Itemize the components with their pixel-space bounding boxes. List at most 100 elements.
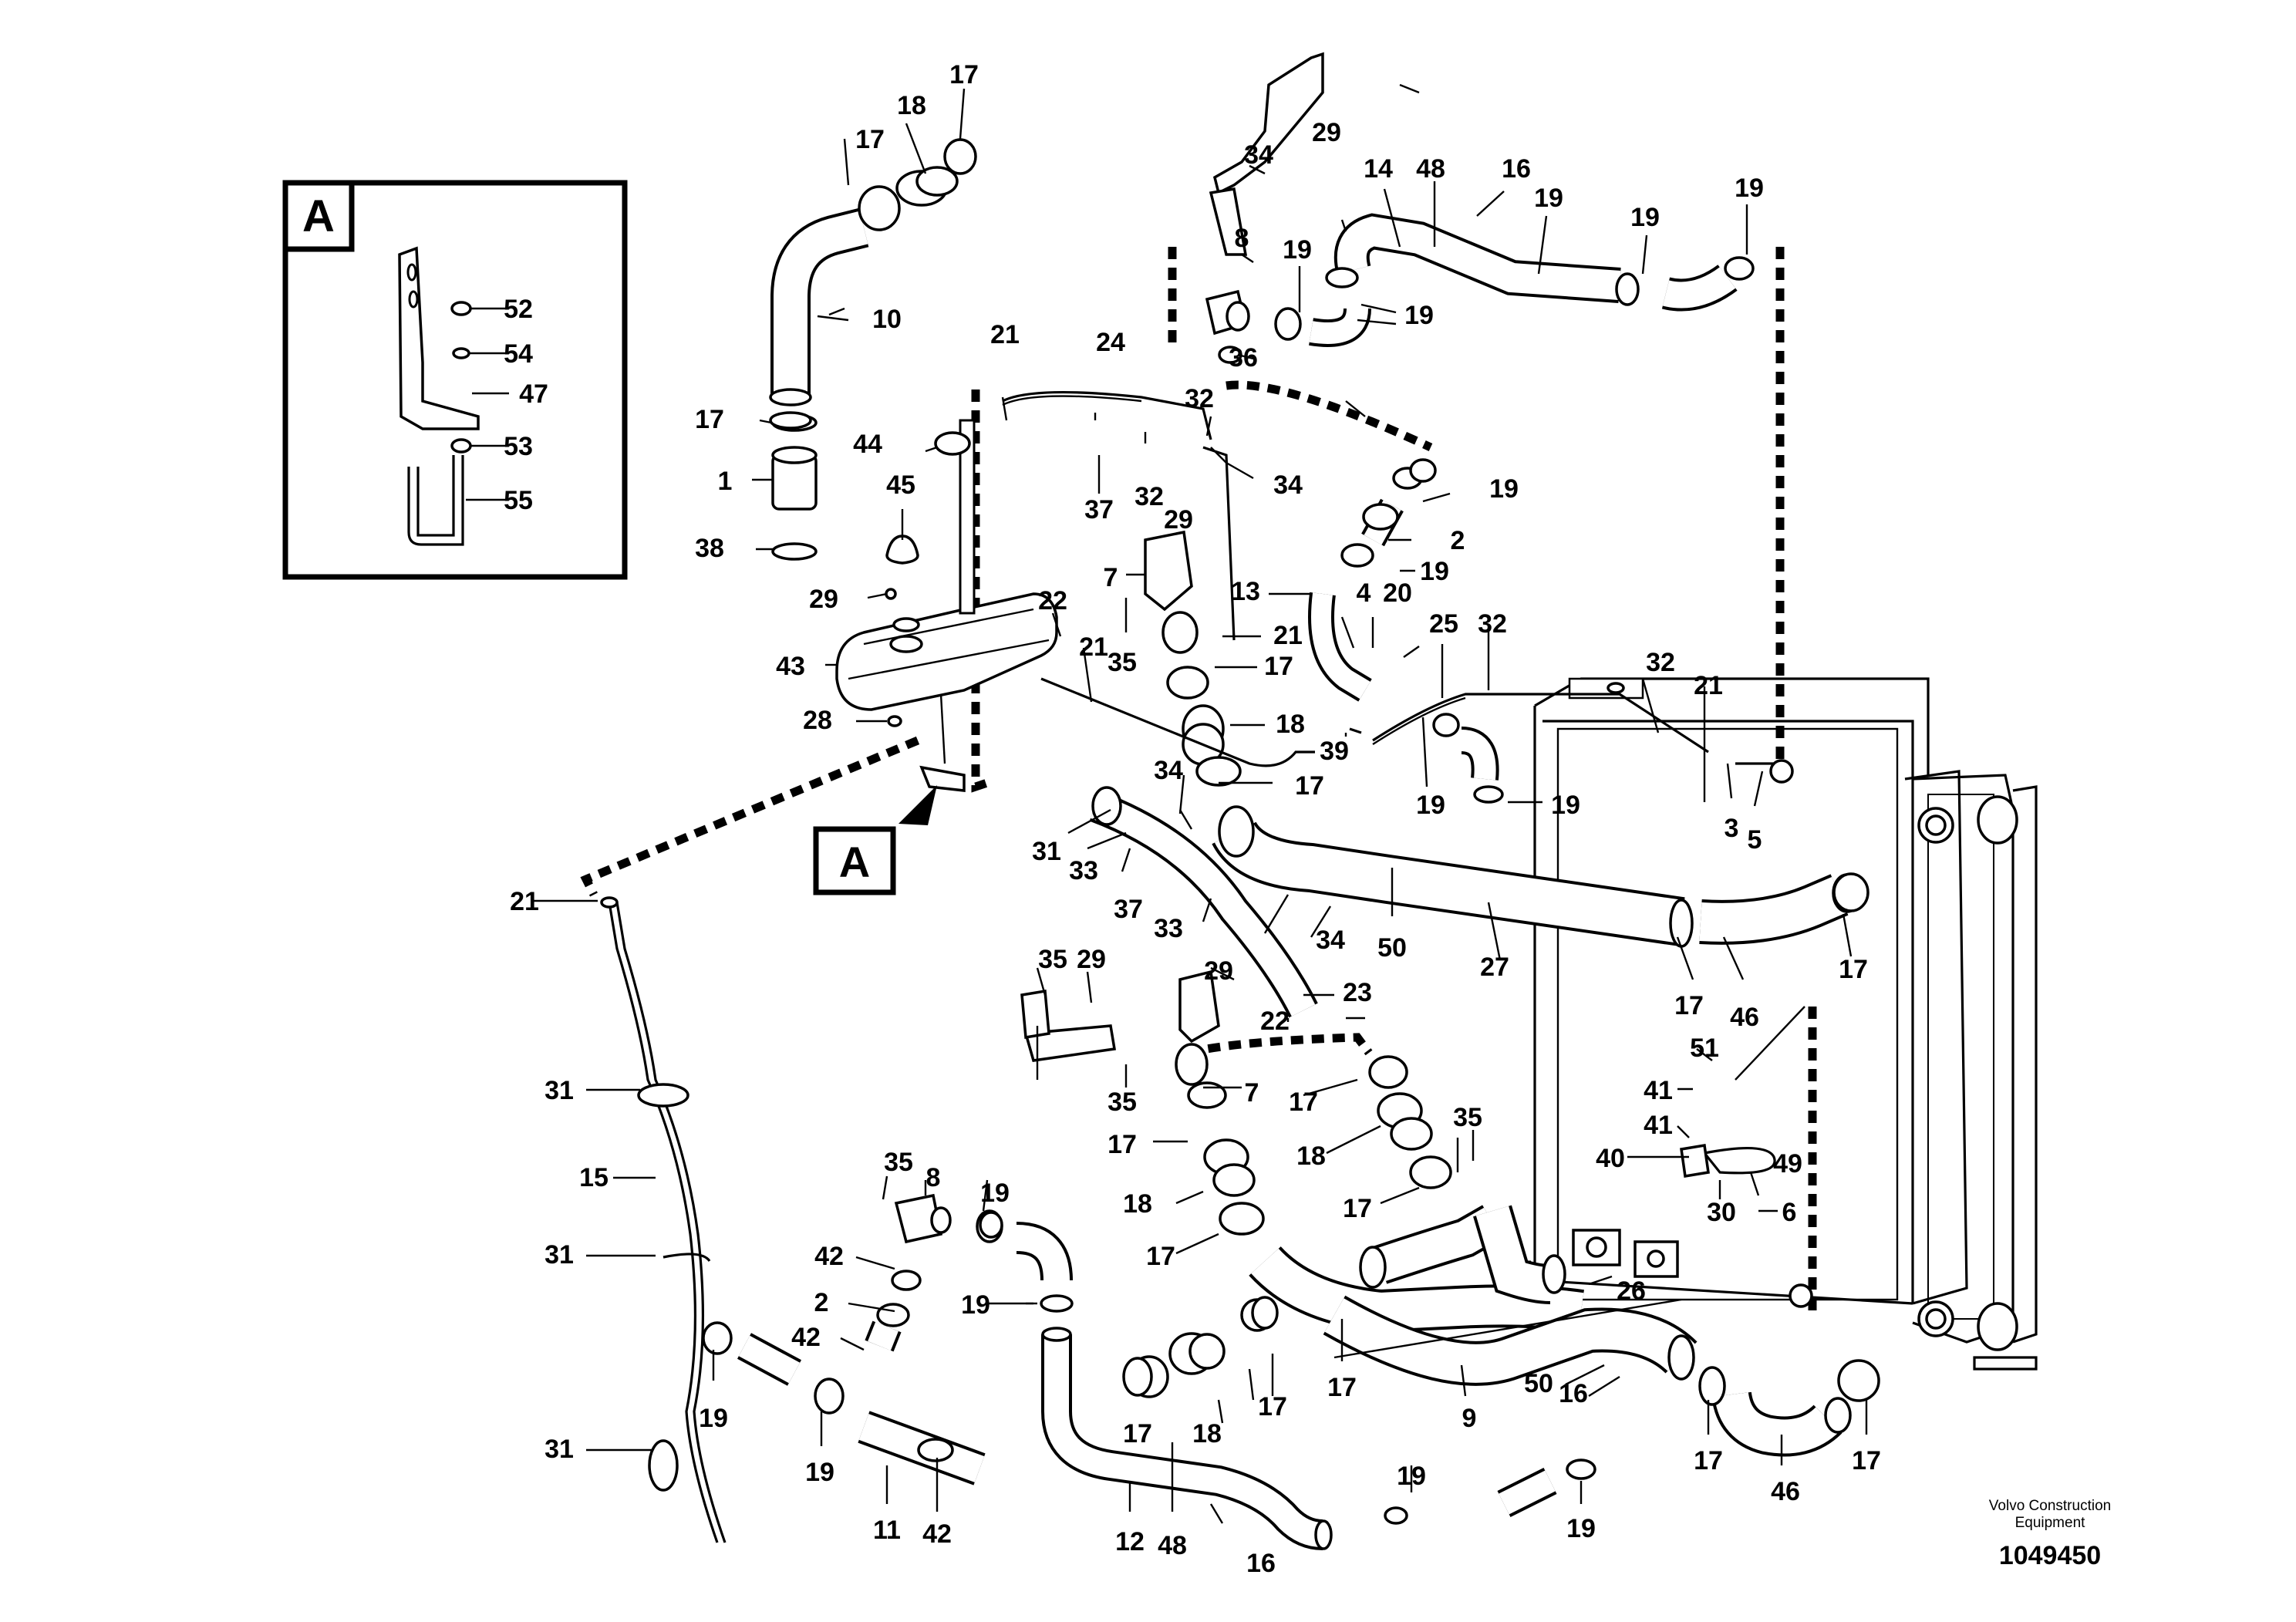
callout-21: 21 [990, 320, 1020, 349]
callout-41: 41 [1644, 1076, 1673, 1105]
callout-50: 50 [1524, 1369, 1553, 1398]
callout-48: 48 [1416, 154, 1445, 184]
callout-31: 31 [544, 1435, 574, 1464]
callout-32: 32 [1185, 384, 1214, 413]
callout-34: 34 [1273, 470, 1303, 500]
callout-51: 51 [1690, 1034, 1719, 1063]
callout-34: 34 [1316, 926, 1345, 955]
callout-17: 17 [1289, 1088, 1318, 1117]
callout-21: 21 [510, 887, 539, 916]
callout-19: 19 [1420, 557, 1449, 586]
callout-37: 37 [1084, 495, 1114, 524]
footer-brand: Volvo Construction Equipment [1988, 1498, 2112, 1531]
callout-17: 17 [1694, 1446, 1723, 1475]
callout-26: 26 [1617, 1276, 1646, 1306]
callout-31: 31 [544, 1076, 574, 1105]
callout-leaders [532, 83, 1868, 1524]
callout-23: 23 [1343, 978, 1372, 1007]
callout-32: 32 [1646, 648, 1675, 677]
callout-38: 38 [695, 534, 724, 563]
callout-16: 16 [1502, 154, 1531, 184]
callout-34: 34 [1154, 756, 1183, 785]
callout-17: 17 [1146, 1242, 1175, 1271]
callout-17: 17 [1264, 652, 1293, 681]
callout-17: 17 [1674, 991, 1704, 1020]
callout-33: 33 [1069, 856, 1098, 885]
callout-19: 19 [1404, 301, 1434, 330]
callout-42: 42 [814, 1242, 844, 1271]
inset-detail-a: A [282, 180, 628, 580]
callout-42: 42 [791, 1323, 821, 1352]
callout-17: 17 [1108, 1130, 1137, 1159]
callout-19: 19 [1489, 474, 1519, 504]
hoses [737, 138, 1863, 1550]
callout-11: 11 [873, 1516, 901, 1545]
callout-29: 29 [809, 585, 838, 614]
callout-3: 3 [1725, 814, 1739, 843]
callout-a: A [813, 785, 937, 895]
callout-9: 9 [1462, 1404, 1477, 1433]
callout-37: 37 [1114, 895, 1143, 924]
callout-a-label: A [839, 838, 870, 886]
callout-35: 35 [1108, 1088, 1137, 1117]
callout-22: 22 [1038, 586, 1067, 615]
callout-21: 21 [1694, 671, 1723, 700]
callout-19: 19 [1283, 235, 1312, 265]
callout-29: 29 [1164, 505, 1193, 534]
pipes-and-brackets [600, 52, 1805, 1543]
callout-35: 35 [1453, 1103, 1482, 1132]
callout-19: 19 [1566, 1514, 1596, 1543]
callout-49: 49 [1773, 1149, 1802, 1179]
callout-16: 16 [1559, 1379, 1588, 1408]
callout-numbers: 17 18 17 10 17 1 38 44 45 29 43 28 22 21… [504, 60, 1881, 1578]
callout-46: 46 [1771, 1477, 1800, 1506]
callout-28: 28 [803, 706, 832, 735]
callout-17: 17 [1295, 771, 1324, 801]
callout-42: 42 [922, 1519, 952, 1549]
callout-52: 52 [504, 295, 533, 324]
callout-17: 17 [1123, 1419, 1152, 1448]
callout-17: 17 [1343, 1194, 1372, 1223]
callout-31: 31 [1032, 837, 1061, 866]
callout-10: 10 [872, 305, 902, 334]
callout-32: 32 [1135, 482, 1164, 511]
callout-19: 19 [961, 1290, 990, 1320]
callout-53: 53 [504, 432, 533, 461]
callout-40: 40 [1596, 1144, 1625, 1173]
callout-50: 50 [1377, 933, 1407, 963]
callout-19: 19 [1735, 174, 1764, 203]
inset-label: A [302, 191, 335, 241]
callout-41: 41 [1644, 1111, 1673, 1140]
callout-17: 17 [1327, 1373, 1357, 1402]
callout-36: 36 [1229, 343, 1258, 373]
callout-35: 35 [1038, 945, 1067, 974]
callout-14: 14 [1364, 154, 1393, 184]
callout-32: 32 [1478, 609, 1507, 639]
callout-19: 19 [699, 1404, 728, 1433]
callout-29: 29 [1204, 956, 1233, 986]
callout-2: 2 [1451, 526, 1465, 555]
callout-6: 6 [1782, 1198, 1797, 1227]
callout-13: 13 [1231, 577, 1260, 606]
callout-25: 25 [1429, 609, 1458, 639]
callout-4: 4 [1357, 578, 1371, 608]
callout-54: 54 [504, 339, 533, 369]
callout-19: 19 [1416, 791, 1445, 820]
callout-21: 21 [1079, 632, 1108, 662]
callout-19: 19 [1534, 184, 1563, 213]
callout-48: 48 [1158, 1531, 1187, 1560]
callout-27: 27 [1480, 953, 1509, 982]
callout-17: 17 [1839, 955, 1868, 984]
expansion-tank [835, 419, 1058, 792]
callout-39: 39 [1320, 737, 1349, 766]
callout-35: 35 [884, 1148, 913, 1177]
callout-20: 20 [1383, 578, 1412, 608]
callout-29: 29 [1312, 118, 1341, 147]
callout-55: 55 [504, 486, 533, 515]
callout-18: 18 [1276, 710, 1305, 739]
assembly-dashed-lines [580, 247, 1817, 1311]
callout-45: 45 [886, 470, 915, 500]
callout-7: 7 [1245, 1078, 1259, 1108]
callout-18: 18 [1192, 1419, 1222, 1448]
